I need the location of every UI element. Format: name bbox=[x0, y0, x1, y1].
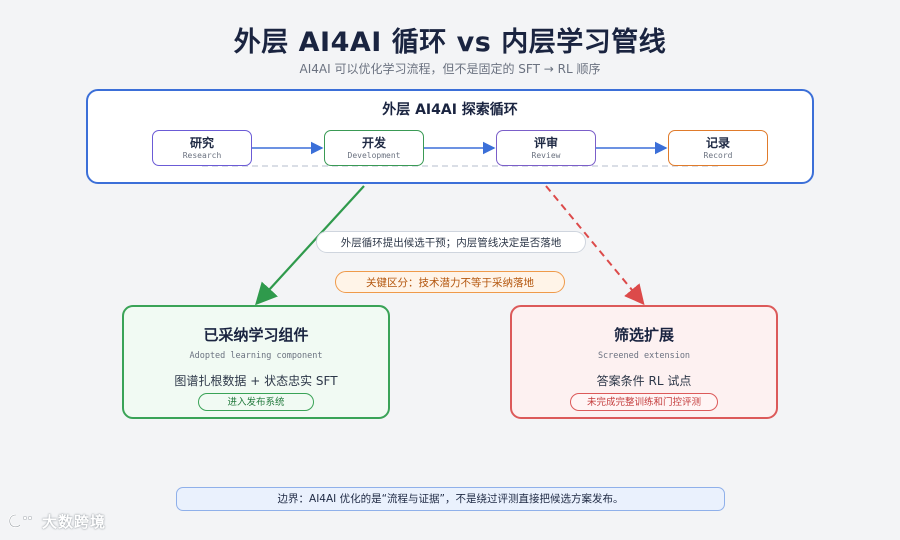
stage-research-label: 研究 bbox=[189, 136, 214, 150]
arrow-to-screened bbox=[545, 185, 645, 306]
stage-development-en: Development bbox=[347, 151, 401, 160]
page-title: 外层 AI4AI 循环 vs 内层学习管线 bbox=[233, 27, 667, 58]
adopted-title: 已采纳学习组件 bbox=[203, 326, 309, 344]
watermark: 大数跨境 bbox=[8, 511, 106, 533]
stage-research-en: Research bbox=[182, 151, 222, 160]
stage-record-en: Record bbox=[703, 151, 733, 160]
screened-body: 答案条件 RL 试点 bbox=[596, 374, 692, 388]
watermark-text: 大数跨境 bbox=[42, 513, 107, 531]
arrow-to-adopted bbox=[255, 185, 365, 306]
screened-subtitle: Screened extension bbox=[597, 351, 691, 361]
watermark-logo-icon bbox=[8, 513, 38, 533]
stage-record: 记录 Record bbox=[668, 130, 768, 166]
screened-tag: 未完成完整训练和门控评测 bbox=[570, 393, 718, 411]
page-subtitle: AI4AI 可以优化学习流程，但不是固定的 SFT → RL 顺序 bbox=[299, 62, 601, 76]
stage-development-label: 开发 bbox=[361, 136, 386, 150]
stage-record-label: 记录 bbox=[705, 136, 730, 150]
adopted-component-card: 已采纳学习组件 Adopted learning component 图谱扎根数… bbox=[122, 305, 390, 419]
stage-review-label: 评审 bbox=[533, 136, 558, 150]
stage-development: 开发 Development bbox=[324, 130, 424, 166]
stage-review: 评审 Review bbox=[496, 130, 596, 166]
screened-title: 筛选扩展 bbox=[613, 326, 674, 344]
adopted-tag: 进入发布系统 bbox=[198, 393, 314, 411]
adopted-subtitle: Adopted learning component bbox=[189, 351, 323, 361]
boundary-note: 边界：AI4AI 优化的是“流程与证据”，不是绕过评测直接把候选方案发布。 bbox=[176, 487, 725, 511]
screened-extension-card: 筛选扩展 Screened extension 答案条件 RL 试点 未完成完整… bbox=[510, 305, 778, 419]
stage-review-en: Review bbox=[531, 151, 561, 160]
key-distinction-note: 关键区分：技术潜力不等于采纳落地 bbox=[335, 271, 565, 293]
handoff-note: 外层循环提出候选干预；内层管线决定是否落地 bbox=[316, 231, 586, 253]
adopted-body: 图谱扎根数据 + 状态忠实 SFT bbox=[174, 374, 338, 388]
stage-research: 研究 Research bbox=[152, 130, 252, 166]
outer-loop-title: 外层 AI4AI 探索循环 bbox=[382, 102, 518, 118]
